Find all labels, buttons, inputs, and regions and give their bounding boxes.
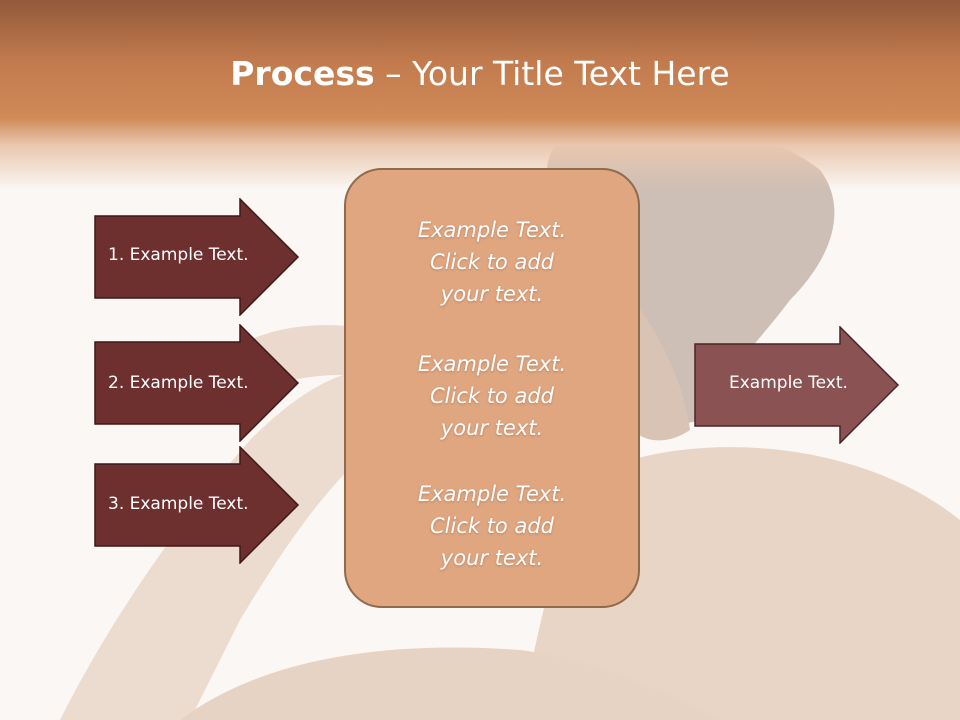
center-block-1-line-3: your text. — [440, 282, 544, 306]
center-text-box[interactable]: Example Text. Click to add your text. Ex… — [344, 168, 640, 608]
center-block-2-line-1: Example Text. — [417, 352, 567, 376]
center-block-3-line-2: Click to add — [429, 514, 554, 538]
title-band — [0, 0, 960, 190]
title-rest: – Your Title Text Here — [374, 54, 730, 93]
left-arrow-1[interactable] — [94, 198, 300, 316]
left-arrow-3[interactable] — [94, 446, 300, 564]
center-text-block-3[interactable]: Example Text. Click to add your text. — [346, 478, 638, 574]
center-block-1-line-1: Example Text. — [417, 218, 567, 242]
title-bold: Process — [230, 54, 375, 93]
center-block-3-line-1: Example Text. — [417, 482, 567, 506]
left-arrow-2[interactable] — [94, 324, 300, 442]
right-arrow-label: Example Text. — [729, 373, 848, 393]
center-block-1-line-2: Click to add — [429, 250, 554, 274]
right-arrow[interactable] — [694, 326, 900, 444]
left-arrow-2-label: 2. Example Text. — [108, 373, 249, 393]
center-block-2-line-3: your text. — [440, 416, 544, 440]
center-text-block-2[interactable]: Example Text. Click to add your text. — [346, 348, 638, 444]
center-block-3-line-3: your text. — [440, 546, 544, 570]
slide-title[interactable]: Process – Your Title Text Here — [0, 52, 960, 96]
center-text-block-1[interactable]: Example Text. Click to add your text. — [346, 214, 638, 310]
left-arrow-1-label: 1. Example Text. — [108, 245, 249, 265]
center-block-2-line-2: Click to add — [429, 384, 554, 408]
left-arrow-3-label: 3. Example Text. — [108, 494, 249, 514]
